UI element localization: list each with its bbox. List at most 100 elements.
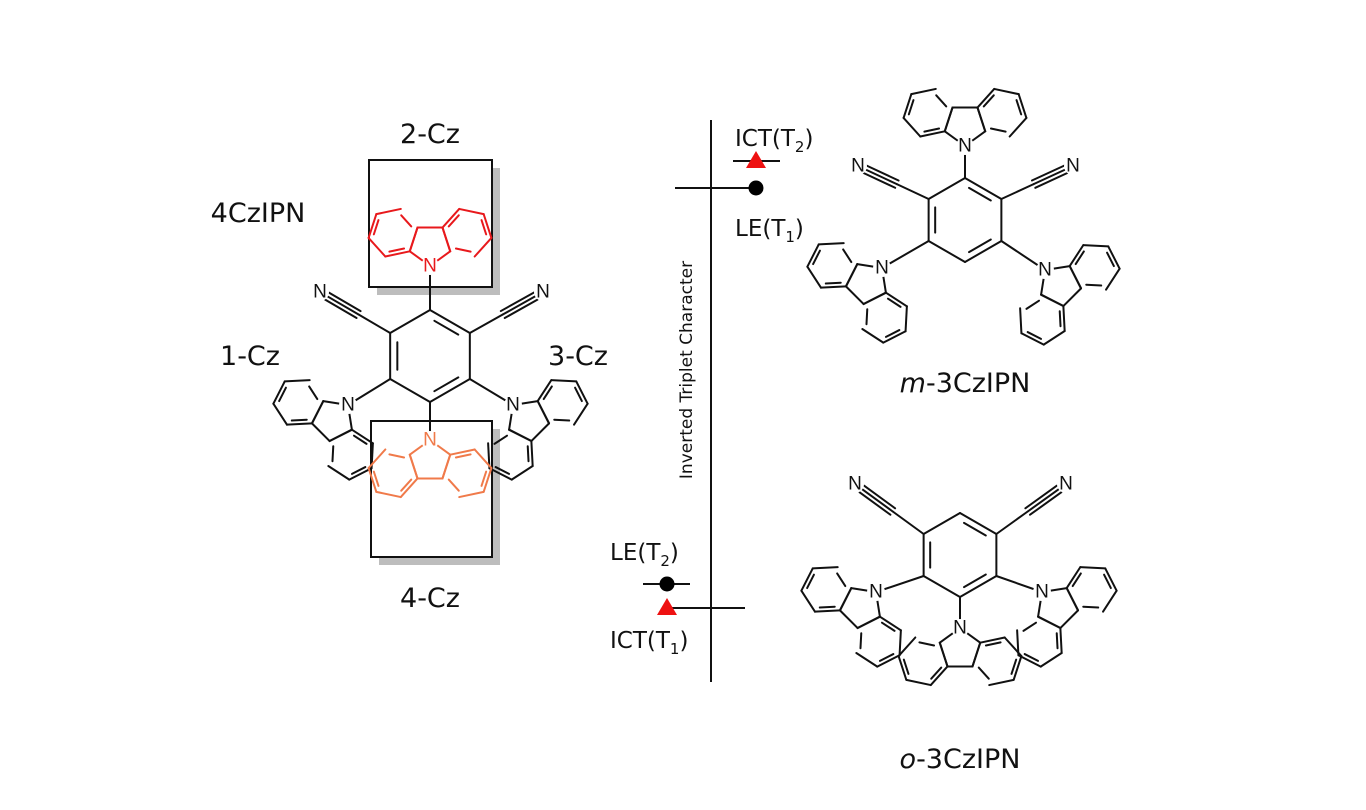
single-bond — [357, 313, 392, 334]
triple-bond — [863, 484, 897, 510]
benzene-bond — [441, 207, 461, 229]
benzene-bond — [943, 106, 954, 133]
benzene-bond — [408, 226, 419, 253]
label-2-cz: 2-Cz — [400, 119, 460, 150]
benzene-bond — [408, 453, 419, 480]
benzene-bond — [367, 448, 387, 470]
double-bond — [859, 632, 863, 650]
triple-bond — [1026, 487, 1061, 513]
benzene-bond — [575, 380, 589, 405]
double-bond — [963, 573, 987, 589]
label-o-3czipn: o-3CzIPN — [900, 744, 1021, 775]
benzene-bond — [1105, 267, 1121, 291]
circle-marker-le-t1 — [748, 180, 764, 196]
double-bond — [1023, 653, 1040, 662]
benzene-bond — [399, 477, 419, 499]
pentagon-bond — [530, 422, 551, 443]
benzene-bond — [1062, 305, 1066, 333]
label-le-t1: LE(T1) — [735, 216, 804, 246]
svg-text:N: N — [423, 430, 437, 451]
ring-bond — [964, 177, 1003, 200]
name-o: -3CzIPN — [916, 744, 1020, 775]
double-bond — [526, 445, 530, 463]
benzene-bond — [919, 130, 946, 138]
double-bond — [447, 214, 460, 228]
benzene-bond — [384, 250, 411, 258]
benzene-bond — [856, 615, 881, 630]
benzene-bond — [878, 615, 902, 632]
triple-bond — [503, 298, 539, 320]
nitrile-o-left — [858, 484, 925, 535]
benzene-bond — [910, 87, 937, 96]
double-bond — [989, 127, 1007, 133]
double-bond — [902, 658, 910, 675]
double-bond — [886, 297, 902, 308]
ring-bond — [429, 309, 471, 334]
double-bond — [1082, 605, 1100, 609]
benzene-bond — [971, 641, 982, 668]
double-bond — [907, 99, 915, 116]
nitrile-4czipn-right — [468, 291, 539, 334]
double-bond — [968, 238, 992, 254]
benzene-bond — [283, 379, 311, 383]
double-bond — [480, 470, 488, 487]
double-bond — [1071, 572, 1082, 588]
benzene-bond — [367, 467, 378, 493]
carbazole-o-left-nitrogen: N — [867, 582, 885, 603]
double-bond — [278, 386, 287, 403]
benzene-bond — [536, 400, 551, 425]
benzene-bond — [1019, 307, 1023, 335]
benzene-bond — [487, 442, 491, 470]
benzene-bond — [905, 678, 932, 687]
carbazole-o-bottom-nitrogen: N — [951, 618, 969, 639]
benzene-bond — [441, 226, 452, 253]
double-bond — [1015, 99, 1023, 116]
label-4czipn: 4CzIPN — [211, 198, 306, 229]
benzene-bond — [929, 665, 949, 687]
svg-text:N: N — [1035, 582, 1049, 603]
benzene-bond — [838, 587, 853, 612]
svg-text:N: N — [536, 282, 550, 303]
double-bond — [480, 219, 488, 236]
benzene-bond — [811, 566, 839, 570]
energy-diagram: Inverted Triplet Character ICT(T2) LE(T1… — [610, 120, 813, 682]
benzene-bond — [1082, 244, 1110, 248]
double-bond — [977, 666, 990, 680]
benzene-bond — [285, 422, 313, 426]
double-bond — [1026, 331, 1043, 340]
core-4czipn — [389, 309, 471, 403]
double-bond — [388, 247, 406, 253]
double-bond — [542, 385, 553, 401]
double-bond — [930, 666, 943, 680]
carbazole-m-left — [806, 242, 908, 344]
benzene-bond — [1065, 566, 1082, 590]
benzene-bond — [976, 106, 987, 133]
pentagon-bond — [1059, 609, 1080, 630]
double-bond — [454, 247, 472, 253]
pentagon-bond — [1062, 287, 1083, 308]
benzene-bond — [536, 379, 553, 403]
benzene-bond — [938, 641, 949, 668]
ring-bond — [922, 575, 961, 598]
carbazole-4-cz-nitrogen: N — [421, 430, 439, 451]
benzene-bond — [1102, 589, 1118, 613]
triple-bond — [1024, 484, 1058, 510]
double-bond — [984, 641, 1002, 647]
benzene-bond — [806, 265, 822, 289]
benzene-bond — [1008, 116, 1028, 138]
benzene-bond — [861, 328, 885, 344]
benzene-bond — [876, 654, 901, 668]
carbazole-1-cz — [272, 379, 374, 481]
svg-text:N: N — [1066, 156, 1080, 177]
double-bond — [842, 248, 853, 264]
carbazole-m-left-nitrogen: N — [873, 258, 891, 279]
double-bond — [824, 281, 842, 285]
carbazole-m-right-nitrogen: N — [1036, 260, 1054, 281]
nitrile-m-right-nitrogen: N — [1064, 156, 1082, 177]
nitrile-4czipn-right-nitrogen: N — [534, 282, 552, 303]
benzene-bond — [884, 291, 908, 308]
triangle-marker-ict-t2 — [746, 151, 766, 168]
label-ict-t1: ICT(T1) — [610, 628, 688, 658]
benzene-bond — [800, 567, 814, 592]
single-bond — [995, 510, 1029, 535]
